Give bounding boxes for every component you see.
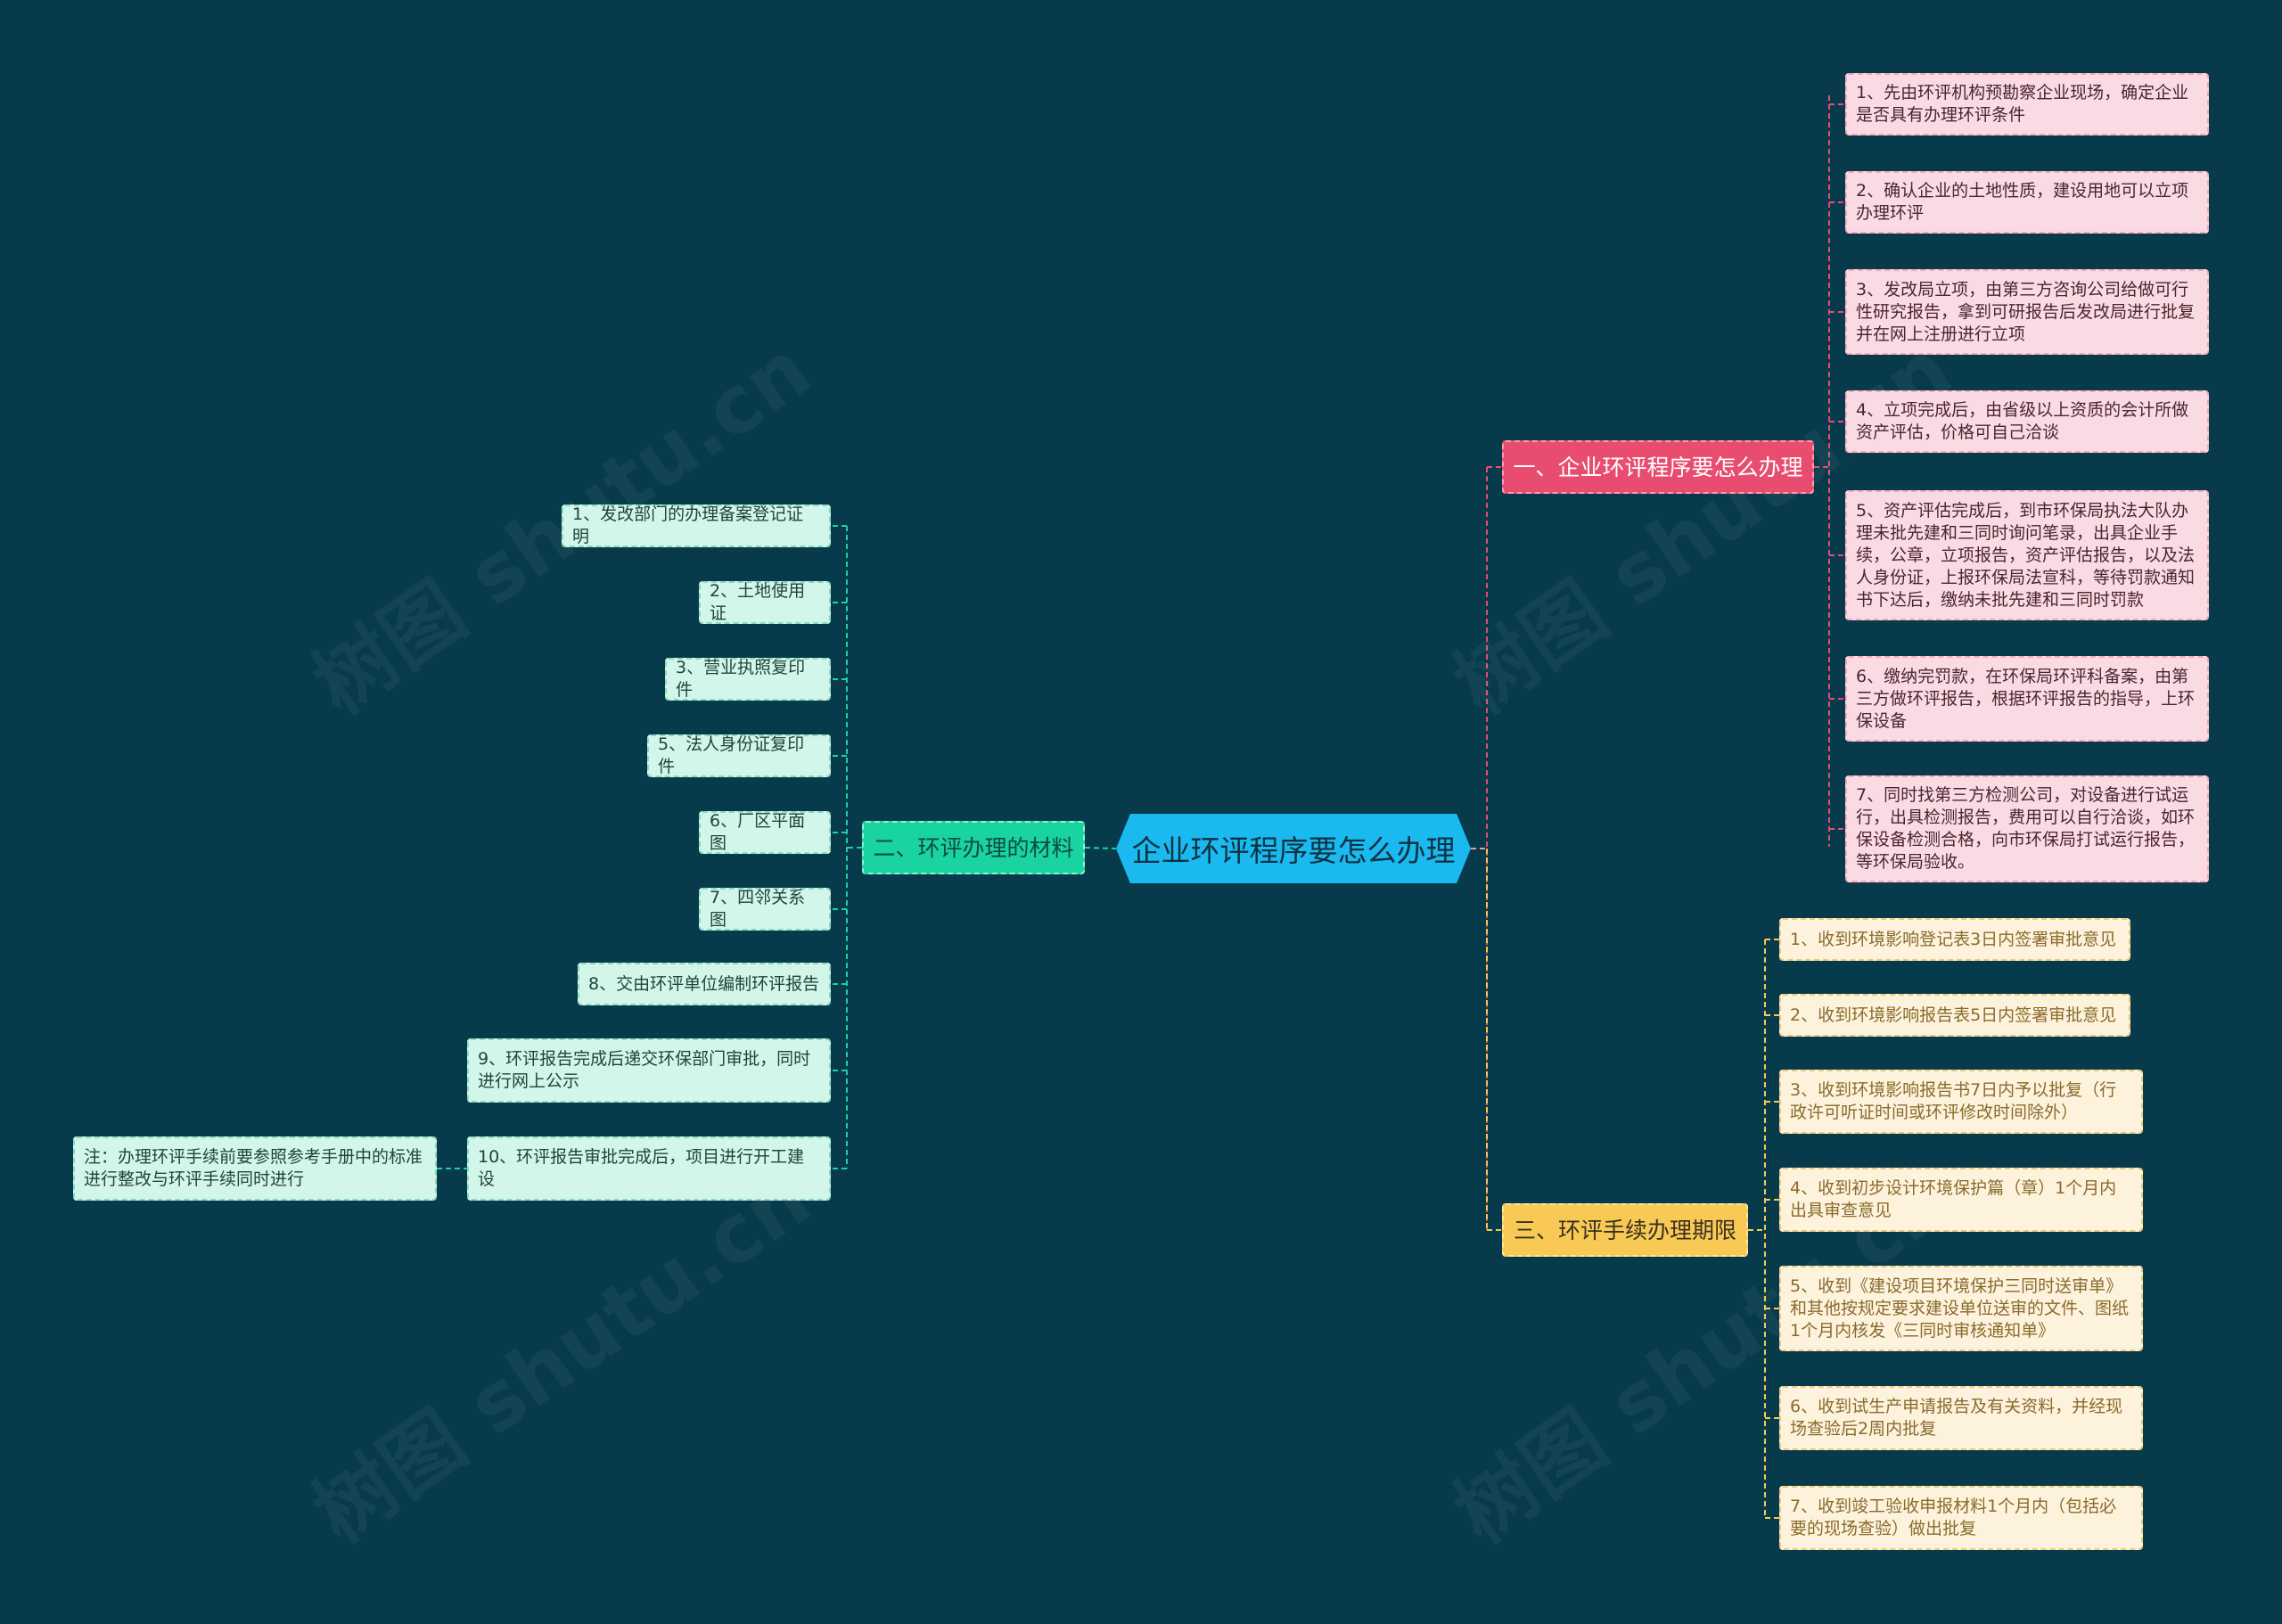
procedure-item[interactable]: 1、先由环评机构预勘察企业现场，确定企业是否具有办理环评条件 bbox=[1845, 73, 2209, 135]
deadline-item[interactable]: 1、收到环境影响登记表3日内签署审批意见 bbox=[1779, 918, 2130, 961]
deadline-item[interactable]: 5、收到《建设项目环境保护三同时送审单》和其他按规定要求建设单位送审的文件、图纸… bbox=[1779, 1266, 2143, 1351]
materials-item[interactable]: 1、发改部门的办理备案登记证明 bbox=[562, 504, 831, 547]
deadline-item[interactable]: 6、收到试生产申请报告及有关资料，并经现场查验后2周内批复 bbox=[1779, 1386, 2143, 1450]
materials-item[interactable]: 6、厂区平面图 bbox=[699, 811, 831, 854]
procedure-item[interactable]: 5、资产评估完成后，到市环保局执法大队办理未批先建和三同时询问笔录，出具企业手续… bbox=[1845, 490, 2209, 620]
materials-note[interactable]: 注：办理环评手续前要参照参考手册中的标准进行整改与环评手续同时进行 bbox=[73, 1136, 437, 1201]
materials-item[interactable]: 3、营业执照复印件 bbox=[665, 658, 831, 701]
procedure-item[interactable]: 3、发改局立项，由第三方咨询公司给做可行性研究报告，拿到可研报告后发改局进行批复… bbox=[1845, 269, 2209, 355]
deadline-item[interactable]: 3、收到环境影响报告书7日内予以批复（行政许可听证时间或环评修改时间除外） bbox=[1779, 1070, 2143, 1134]
connector-line bbox=[1084, 847, 1117, 849]
materials-item[interactable]: 8、交由环评单位编制环评报告 bbox=[578, 963, 831, 1005]
deadline-item[interactable]: 7、收到竣工验收申报材料1个月内（包括必要的现场查验）做出批复 bbox=[1779, 1486, 2143, 1550]
procedure-item[interactable]: 2、确认企业的土地性质，建设用地可以立项办理环评 bbox=[1845, 171, 2209, 234]
branch-materials[interactable]: 二、环评办理的材料 bbox=[862, 821, 1085, 874]
deadline-item[interactable]: 4、收到初步设计环境保护篇（章）1个月内出具审查意见 bbox=[1779, 1168, 2143, 1232]
branch-deadline[interactable]: 三、环评手续办理期限 bbox=[1502, 1203, 1748, 1257]
branch-procedure[interactable]: 一、企业环评程序要怎么办理 bbox=[1502, 440, 1814, 494]
materials-item[interactable]: 2、土地使用证 bbox=[699, 581, 831, 624]
materials-item[interactable]: 7、四邻关系图 bbox=[699, 888, 831, 931]
deadline-item[interactable]: 2、收到环境影响报告表5日内签署审批意见 bbox=[1779, 994, 2130, 1037]
materials-item[interactable]: 5、法人身份证复印件 bbox=[647, 734, 831, 777]
root-node[interactable]: 企业环评程序要怎么办理 bbox=[1116, 814, 1471, 883]
materials-item[interactable]: 10、环评报告审批完成后，项目进行开工建设 bbox=[467, 1136, 831, 1201]
materials-item[interactable]: 9、环评报告完成后递交环保部门审批，同时进行网上公示 bbox=[467, 1038, 831, 1103]
procedure-item[interactable]: 7、同时找第三方检测公司，对设备进行试运行，出具检测报告，费用可以自行洽谈，如环… bbox=[1845, 775, 2209, 882]
procedure-item[interactable]: 4、立项完成后，由省级以上资质的会计所做资产评估，价格可自己洽谈 bbox=[1845, 390, 2209, 453]
procedure-item[interactable]: 6、缴纳完罚款，在环保局环评科备案，由第三方做环评报告，根据环评报告的指导，上环… bbox=[1845, 656, 2209, 742]
